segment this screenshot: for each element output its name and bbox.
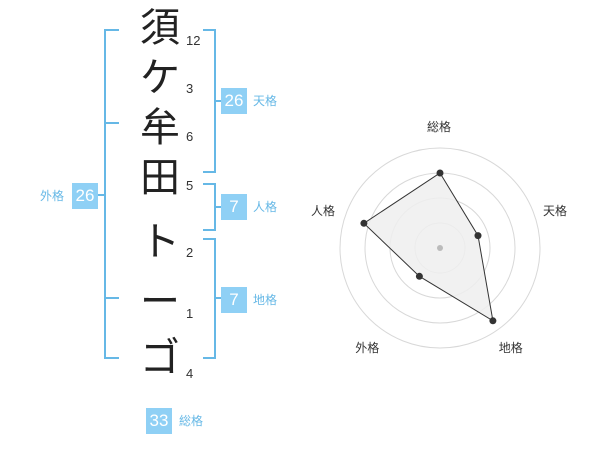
radar-point-4 — [415, 272, 423, 280]
tenkaku-label: 天格 — [253, 94, 278, 108]
name-char-2: ケ — [140, 55, 180, 101]
stroke-count-4: 5 — [186, 178, 194, 193]
chikaku-label: 地格 — [253, 293, 278, 307]
radar-axis-label-2: 天格 — [543, 204, 568, 219]
radar-axis-label-3: 地格 — [498, 340, 523, 355]
radar-value-polygon — [363, 172, 494, 322]
stroke-count-5: 2 — [186, 245, 194, 260]
tenkaku-bracket — [203, 29, 221, 173]
radar-point-2 — [474, 232, 482, 240]
radar-point-1 — [436, 169, 444, 177]
radar-center-dot — [437, 245, 443, 251]
radar-point-3 — [489, 317, 497, 325]
tenkaku-badge: 26 — [221, 88, 247, 114]
gaikaku-bracket — [98, 29, 119, 359]
radar-point-5 — [360, 219, 368, 227]
name-char-6: ー — [140, 279, 180, 325]
jinkaku-bracket — [203, 183, 221, 231]
stroke-count-2: 3 — [186, 81, 194, 96]
soukaku-badge: 33 — [146, 408, 172, 434]
name-char-5: ト — [140, 219, 180, 265]
chikaku-badge: 7 — [221, 287, 247, 313]
name-char-4: 田 — [140, 155, 180, 201]
name-char-3: 牟 — [140, 105, 180, 151]
gaikaku-label: 外格 — [40, 189, 65, 203]
name-char-7: ゴ — [140, 335, 180, 381]
name-char-1: 須 — [140, 5, 180, 51]
stroke-count-1: 12 — [186, 33, 201, 48]
jinkaku-badge: 7 — [221, 194, 247, 220]
radar-axis-label-5: 人格 — [310, 204, 335, 219]
radar-axis-label-1: 総格 — [427, 120, 452, 134]
radar-axis-label-4: 外格 — [355, 340, 380, 355]
gaikaku-badge: 26 — [72, 183, 98, 209]
jinkaku-label: 人格 — [253, 200, 278, 214]
stroke-count-3: 6 — [186, 129, 194, 144]
radar-grid-ring-4 — [339, 147, 541, 349]
chikaku-bracket — [203, 238, 221, 359]
soukaku-label: 総格 — [179, 414, 204, 428]
stroke-count-6: 1 — [186, 306, 194, 321]
stroke-count-7: 4 — [186, 366, 194, 381]
